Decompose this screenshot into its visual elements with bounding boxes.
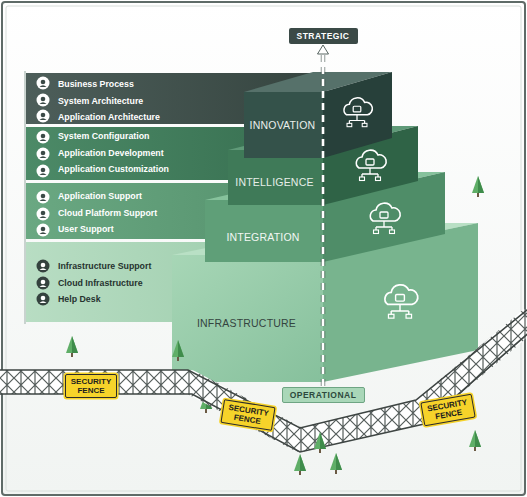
service-item: Help Desk — [58, 291, 172, 308]
tier-face: INTEGRATION — [205, 214, 321, 260]
service-item: Application Architecture — [58, 109, 244, 126]
tier-label: INTEGRATION — [226, 231, 299, 243]
sign-text: SECURITY FENCE — [225, 403, 271, 428]
tier-face: INNOVATION — [244, 94, 321, 156]
fence-sign: SECURITY FENCE — [420, 394, 475, 427]
service-item: Application Support — [58, 188, 205, 205]
fence-sign: SECURITY FENCE — [220, 399, 275, 431]
service-item: Cloud Platform Support — [58, 205, 205, 222]
axis-arrow — [318, 45, 329, 386]
sign-text: SECURITY FENCE — [69, 377, 113, 395]
tier-label: STRATEGIC — [297, 31, 350, 41]
operational-label: OPERATIONAL — [282, 387, 365, 403]
tier-face: INTELLIGENCE — [228, 160, 321, 204]
service-item: Infrastructure Support — [58, 258, 172, 275]
tier-label: INTELLIGENCE — [235, 176, 313, 188]
service-item: Cloud Infrastructure — [58, 275, 172, 292]
service-item: Application Customization — [58, 161, 228, 178]
fence-sign: SECURITY FENCE — [65, 374, 117, 398]
service-item: User Support — [58, 221, 205, 238]
tier-label: OPERATIONAL — [290, 390, 357, 400]
tier-label: INNOVATION — [250, 119, 316, 131]
service-item: System Architecture — [58, 93, 244, 110]
service-band: Business ProcessSystem ArchitectureAppli… — [26, 73, 244, 124]
service-item: System Configuration — [58, 128, 228, 145]
service-band: Application SupportCloud Platform Suppor… — [26, 183, 205, 239]
tier-face: INFRASTRUCTURE — [172, 266, 321, 380]
service-item: Application Development — [58, 145, 228, 162]
sign-text: SECURITY FENCE — [425, 397, 471, 422]
service-band: Infrastructure SupportCloud Infrastructu… — [26, 242, 172, 322]
service-band: System ConfigurationApplication Developm… — [26, 127, 228, 180]
tier-label: INFRASTRUCTURE — [197, 317, 296, 329]
service-item: Business Process — [58, 76, 244, 93]
strategic-label: STRATEGIC — [289, 28, 358, 44]
